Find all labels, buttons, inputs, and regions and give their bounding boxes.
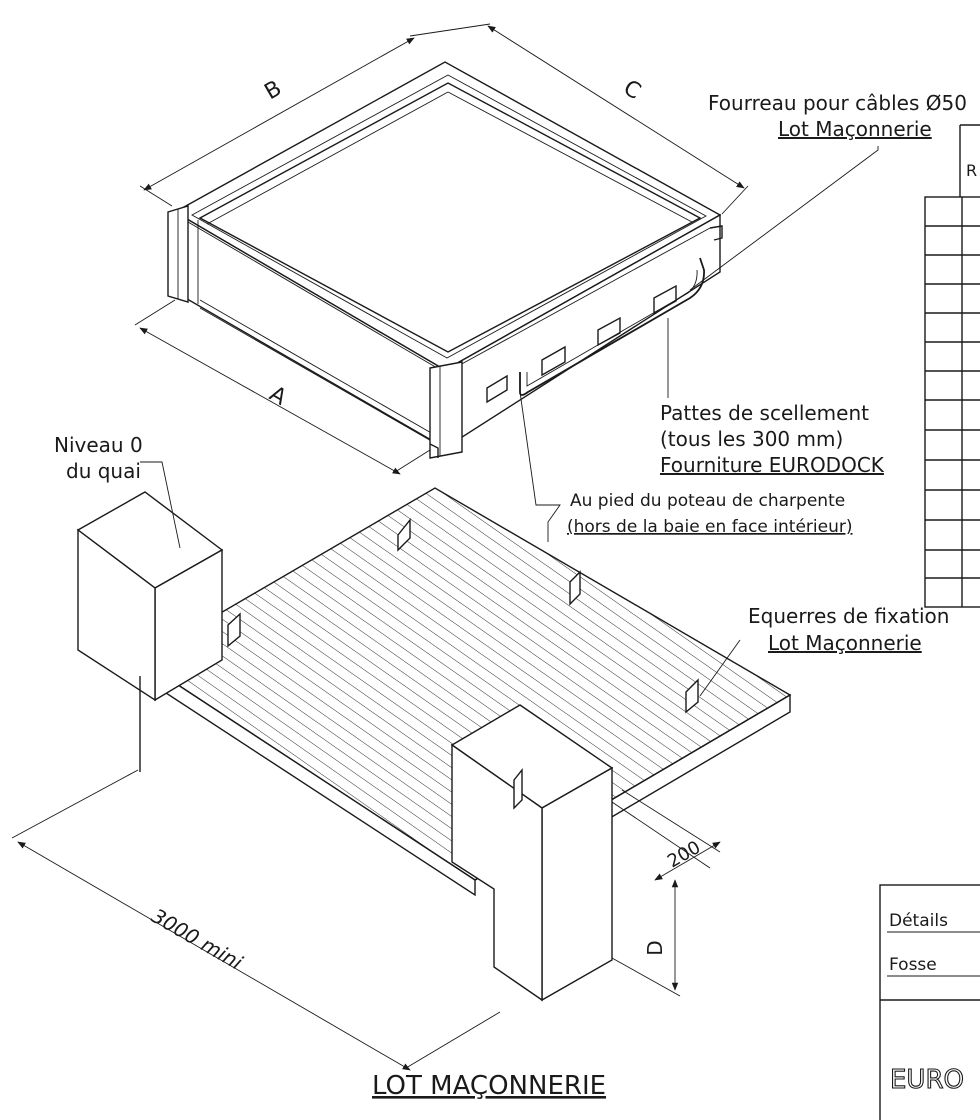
title-block: Détails Fosse EURO xyxy=(879,884,980,1120)
cable-duct-lot: Lot Maçonnerie xyxy=(778,117,932,141)
dimension-c-label: C xyxy=(619,76,645,105)
brackets-lot: Lot Maçonnerie xyxy=(768,631,922,655)
callouts: Fourreau pour câbles Ø50 Lot Maçonnerie … xyxy=(54,91,967,1101)
title-block-brand: EURO xyxy=(890,1065,964,1095)
leader-lines xyxy=(140,146,879,697)
anchors-title: Pattes de scellement xyxy=(660,401,869,425)
quay-level-line1: Niveau 0 xyxy=(54,433,143,457)
dimension-d-label: D xyxy=(643,940,667,955)
dimension-d: D xyxy=(611,879,681,997)
post-note-line1: Au pied du poteau de charpente xyxy=(570,491,845,511)
table-header-letter: R xyxy=(966,161,977,180)
pit-isometric xyxy=(76,487,792,1002)
anchor-tabs xyxy=(486,284,677,404)
dimension-a-label: A xyxy=(265,382,291,411)
dimension-200-label: 200 xyxy=(664,837,704,872)
quay-level-line2: du quai xyxy=(66,459,141,483)
brackets-title: Equerres de fixation xyxy=(748,604,949,628)
lot-maconnerie-footer: LOT MAÇONNERIE xyxy=(372,1071,606,1101)
dimension-b-label: B xyxy=(261,76,287,105)
post-note-line2: (hors de la baie en face intérieur) xyxy=(567,517,853,537)
anchors-supplier: Fourniture EURODOCK xyxy=(660,453,885,477)
fixing-brackets xyxy=(227,518,699,810)
cable-duct-title: Fourreau pour câbles Ø50 xyxy=(708,91,967,115)
anchors-spacing: (tous les 300 mm) xyxy=(660,427,843,451)
dimension-table: R xyxy=(924,124,980,608)
dimension-3000-label: 3000 mini xyxy=(148,904,247,975)
title-block-fosse: Fosse xyxy=(889,955,937,975)
dimension-200: 200 xyxy=(611,789,721,881)
title-block-details: Détails xyxy=(889,911,948,931)
